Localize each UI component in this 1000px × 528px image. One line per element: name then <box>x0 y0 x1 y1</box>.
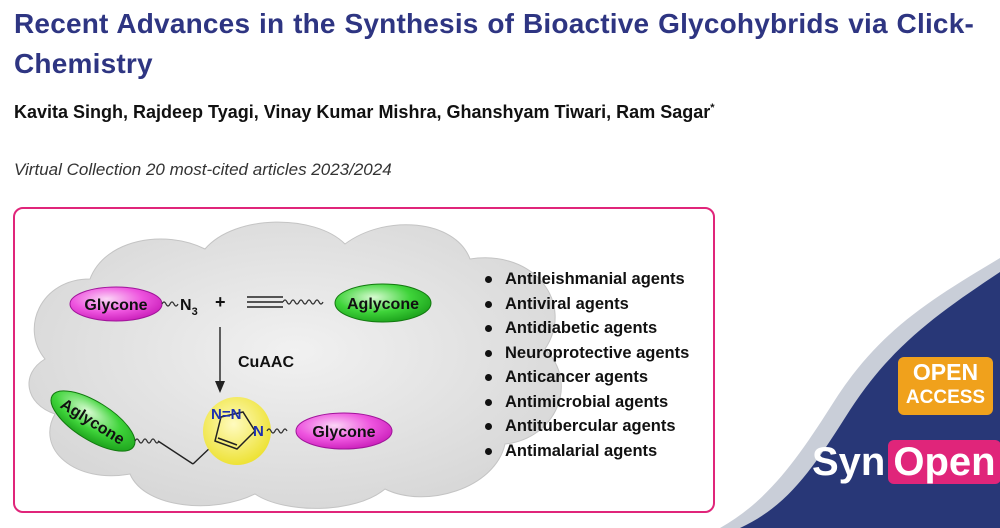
reaction-arrow <box>215 327 225 393</box>
bullet-icon <box>485 374 492 381</box>
aglycone-ellipse-top <box>334 283 432 323</box>
agent-label: Antimalarial agents <box>505 441 658 460</box>
author-names: Kavita Singh, Rajdeep Tyagi, Vinay Kumar… <box>14 102 711 122</box>
agent-label: Anticancer agents <box>505 368 649 386</box>
list-item: Antidiabetic agents <box>483 316 689 341</box>
bullet-icon <box>485 349 492 357</box>
bullet-icon <box>485 423 492 430</box>
bullet-icon <box>485 300 492 308</box>
cloud-background <box>28 221 562 509</box>
linker-wave-bottom-left <box>134 438 160 444</box>
glycone-label-top: Glycone <box>84 297 147 314</box>
bond-line-down <box>157 440 194 465</box>
triazole-ring <box>214 411 256 450</box>
aglycone-label-top: Aglycone <box>347 296 419 313</box>
cuaac-label: CuAAC <box>238 354 294 371</box>
brand-part-syn: Syn <box>812 440 886 484</box>
bullet-icon <box>485 398 492 406</box>
author-list: Kavita Singh, Rajdeep Tyagi, Vinay Kumar… <box>14 102 715 123</box>
reaction-scheme: Glycone N3 + Aglycone CuAAC Aglycone <box>28 221 562 509</box>
corresponding-author-mark: * <box>710 102 715 114</box>
list-item: Antimalarial agents <box>483 439 689 464</box>
list-item: Neuroprotective agents <box>483 341 689 366</box>
list-item: Antiviral agents <box>483 292 689 317</box>
bullet-icon <box>485 447 492 455</box>
triazole-highlight <box>203 397 271 465</box>
bioactivity-list: Antileishmanial agents Antiviral agents … <box>483 267 689 463</box>
collection-label: Virtual Collection 20 most-cited article… <box>14 160 392 179</box>
open-access-badge[interactable]: OPEN ACCESS <box>898 357 993 415</box>
triazole-n-right: N <box>253 423 264 440</box>
glycone-ellipse-bottom <box>295 412 393 450</box>
graphical-abstract: Glycone N3 + Aglycone CuAAC Aglycone <box>13 207 715 513</box>
agent-label: Antiviral agents <box>505 294 629 313</box>
bullet-icon <box>485 276 492 283</box>
agent-label: Antitubercular agents <box>505 417 676 435</box>
linker-wave-top-right <box>282 299 324 305</box>
brand-part-open: Open <box>888 440 1000 484</box>
aglycone-ellipse-bottom <box>50 390 136 452</box>
azide-label: N3 <box>180 297 198 318</box>
triazole-n-top: N=N <box>211 406 241 423</box>
plus-sign: + <box>215 292 226 312</box>
glycone-label-bottom: Glycone <box>312 424 375 441</box>
bullet-icon <box>485 325 492 332</box>
open-access-line2: ACCESS <box>905 387 986 408</box>
linker-wave-top-left <box>161 301 179 307</box>
list-item: Anticancer agents <box>483 365 689 390</box>
list-item: Antileishmanial agents <box>483 267 689 292</box>
open-access-line1: OPEN <box>912 359 979 385</box>
alkyne-triple-bond <box>247 296 283 308</box>
list-item: Antitubercular agents <box>483 414 689 439</box>
agent-label: Antimicrobial agents <box>505 392 669 411</box>
article-title: Recent Advances in the Synthesis of Bioa… <box>14 8 974 79</box>
list-item: Antimicrobial agents <box>483 390 689 415</box>
agent-label: Antidiabetic agents <box>505 319 658 337</box>
linker-wave-bottom-right <box>266 428 288 434</box>
agent-label: Neuroprotective agents <box>505 343 690 362</box>
agent-label: Antileishmanial agents <box>505 270 685 288</box>
